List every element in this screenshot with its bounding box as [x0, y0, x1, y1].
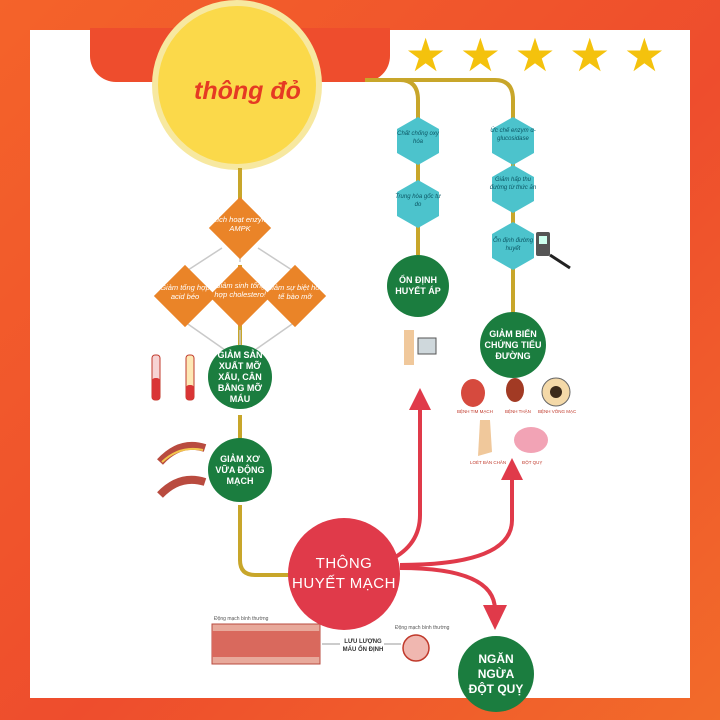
mechanism-arrows — [184, 247, 296, 351]
stroke-node-line1: NGĂN NGỪA — [477, 651, 515, 681]
cholesterol-label: Giảm sinh tổng hợp cholesterol — [214, 281, 266, 299]
central-node-line2: HUYẾT MẠCH — [292, 575, 396, 592]
sugar-absorption-label: Giảm hấp thu đường từ thức ăn — [489, 177, 537, 191]
antioxidant-label: Chất chống oxy hóa — [397, 131, 439, 145]
red-arrows — [389, 405, 514, 611]
complication-retina: BỆNH VÕNG MẠC — [538, 409, 577, 414]
lipid-node: GIẢM SẢN XUẤT MỠ XẤU, CÂN BẰNG MỠ MÁU — [208, 345, 272, 409]
stroke-node: NGĂN NGỪA ĐỘT QUỴ — [458, 636, 534, 712]
atherosclerosis-node: GIẢM XƠ VỮA ĐỘNG MẠCH — [208, 438, 272, 502]
flow-label: LƯU LƯỢNG MÁU ỔN ĐỊNH — [342, 639, 384, 653]
blood-pressure-node-label: ỔN ĐỊNH HUYẾT ÁP — [395, 275, 441, 296]
teal-hexagons — [397, 117, 534, 270]
complication-icons — [461, 377, 571, 456]
blood-sugar-label: Ổn định đường huyết — [492, 238, 534, 252]
star-icon: ★ — [569, 28, 611, 82]
central-node: THÔNG HUYẾT MẠCH — [288, 518, 400, 630]
stroke-node-line2: ĐỘT QUỴ — [468, 681, 524, 696]
artery-icons — [157, 441, 207, 498]
rating-stars: ★ ★ ★ ★ ★ — [405, 30, 665, 80]
complication-stroke: ĐỘT QUỴ — [522, 460, 543, 465]
title-circle — [152, 0, 322, 170]
star-icon: ★ — [623, 28, 665, 82]
complication-kidney: BỆNH THẬN — [505, 409, 531, 414]
diabetes-node: GIẢM BIẾN CHỨNG TIỂU ĐƯỜNG — [480, 312, 546, 378]
atherosclerosis-node-label: GIẢM XƠ VỮA ĐỘNG MẠCH — [215, 453, 265, 486]
diabetes-node-label: GIẢM BIẾN CHỨNG TIỂU ĐƯỜNG — [484, 328, 542, 361]
test-tube-icons — [151, 354, 195, 401]
vessel-section — [211, 623, 430, 665]
central-node-line1: THÔNG — [315, 555, 373, 572]
free-radical-label: Trung hòa gốc tự do — [395, 194, 441, 208]
vessel-left-label: Động mạch bình thường — [214, 616, 269, 622]
blood-pressure-node: ỔN ĐỊNH HUYẾT ÁP — [387, 255, 449, 317]
vessel-right-label: Động mạch bình thường — [395, 625, 450, 631]
star-icon: ★ — [459, 28, 501, 82]
star-icon: ★ — [405, 28, 447, 82]
glucometer-icon — [536, 232, 571, 270]
complication-heart: BỆNH TIM MẠCH — [457, 409, 493, 414]
lipid-node-label: GIẢM SẢN XUẤT MỠ XẤU, CÂN BẰNG MỠ MÁU — [217, 349, 263, 404]
bp-monitor-icon — [404, 330, 437, 365]
ampk-label: Kích hoạt enzym AMPK — [212, 215, 268, 233]
enzyme-label: Ức chế enzym α-glucosidase — [490, 128, 536, 142]
red-arrowheads — [409, 388, 523, 630]
complication-foot: LOÉT BÀN CHÂN — [470, 460, 507, 465]
fatty-acid-label: Giảm tổng hợp acid béo — [160, 283, 210, 301]
fat-cell-label: Giảm sự biệt hóa tế bào mỡ — [266, 283, 324, 301]
star-icon: ★ — [514, 28, 556, 82]
page-title: thông đỏ — [194, 77, 301, 105]
